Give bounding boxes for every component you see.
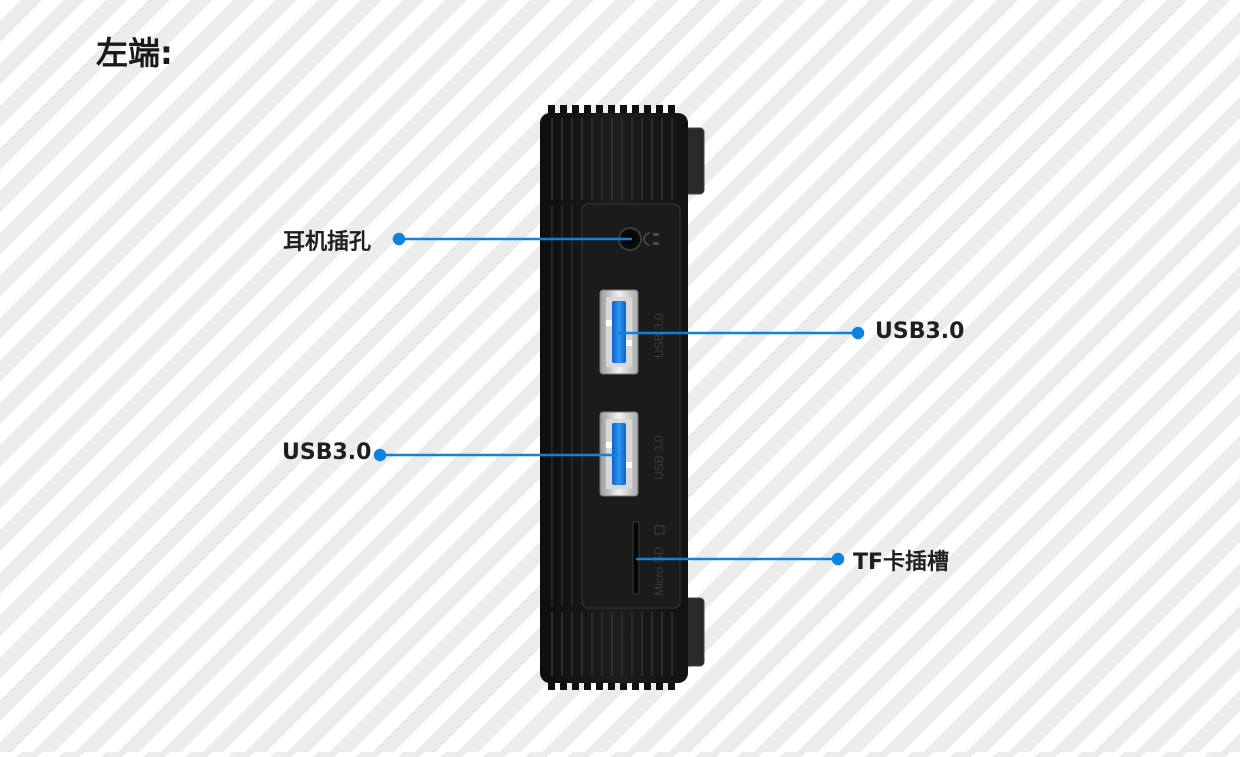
card-icon	[654, 525, 665, 535]
usb-right-label: USB3.0	[875, 319, 965, 344]
usb-port-bottom	[599, 411, 639, 497]
callout-dot-usb-right	[851, 326, 865, 340]
callout-dot-tf	[831, 552, 845, 566]
top-fins	[548, 105, 675, 117]
microsd-engraving: Micro SD	[652, 546, 666, 596]
headphone-jack	[618, 227, 659, 251]
callout-lines	[373, 232, 865, 566]
usb-left-label: USB3.0	[282, 440, 372, 465]
callout-dot-headphone	[392, 232, 406, 246]
callout-dot-usb-left	[373, 448, 387, 462]
usb-top-engraving: USB 3.0	[652, 313, 666, 358]
lower-ridges	[551, 612, 673, 676]
usb-bottom-engraving: USB 3.0	[652, 435, 666, 480]
bottom-fins	[548, 678, 675, 690]
page-heading: 左端:	[96, 34, 173, 72]
tf-slot-label: TF卡插槽	[853, 550, 950, 575]
upper-ridges	[551, 118, 673, 200]
headphone-jack-label: 耳机插孔	[283, 230, 372, 255]
headphone-icon	[643, 232, 659, 246]
side-ridges	[551, 205, 573, 606]
